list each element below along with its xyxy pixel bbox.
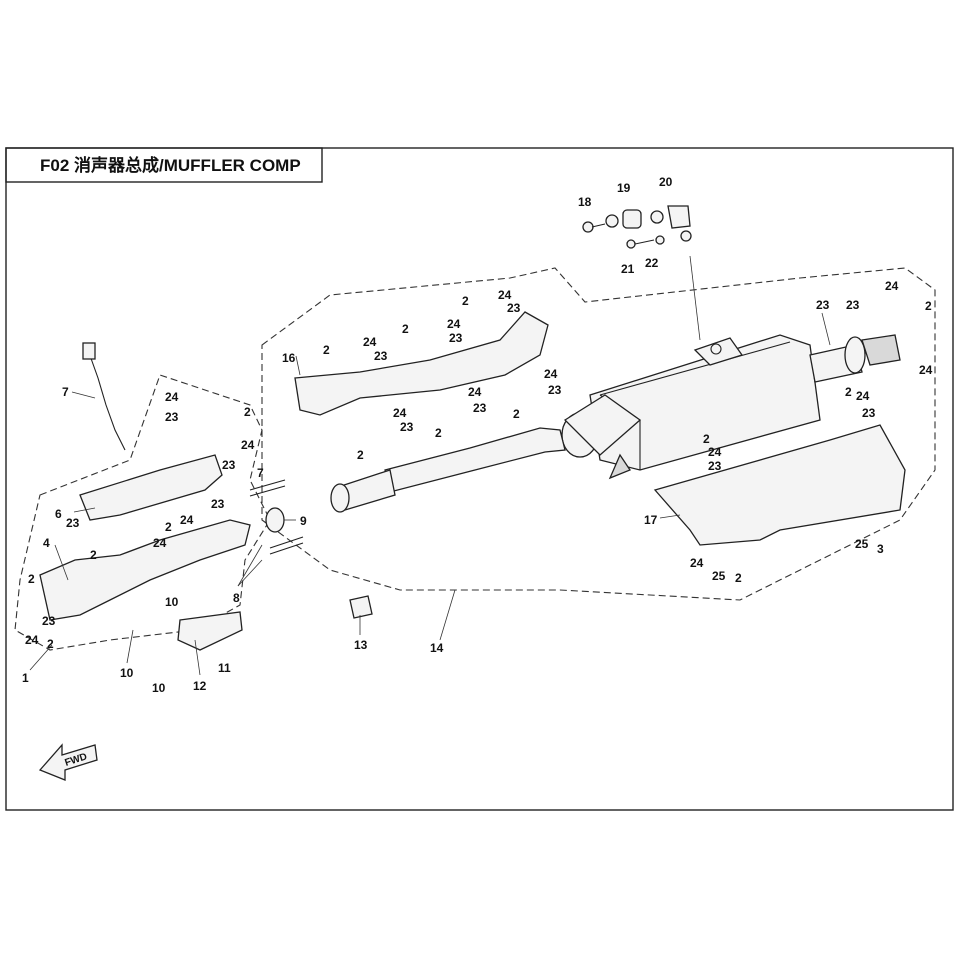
callout-24: 24 [153, 536, 167, 550]
callout-24: 24 [708, 445, 722, 459]
callout-2: 2 [357, 448, 364, 462]
callout-2: 2 [323, 343, 330, 357]
callout-24: 24 [498, 288, 512, 302]
callout-23: 23 [211, 497, 225, 511]
callout-24: 24 [468, 385, 482, 399]
heat-shield-16 [653, 424, 906, 546]
callout-23: 23 [400, 420, 414, 434]
callout-24: 24 [447, 317, 461, 331]
manifold-heat-shield-4 [79, 454, 223, 521]
callout-24: 25 [712, 569, 726, 583]
callout-2: 3 [877, 542, 884, 556]
callout-24: 24 [885, 279, 899, 293]
callout-23: 23 [708, 459, 722, 473]
callout-23: 23 [165, 410, 179, 424]
hanger-hardware [582, 205, 692, 249]
callout-1: 1 [22, 671, 29, 685]
callout-2: 2 [735, 571, 742, 585]
callout-24: 24 [363, 335, 377, 349]
callout-2: 2 [244, 405, 251, 419]
callout-18: 19 [617, 181, 631, 195]
callout-20: 21 [621, 262, 635, 276]
callout-24: 24 [919, 363, 933, 377]
muffler-assembly-outline [261, 267, 936, 601]
callout-21: 22 [645, 256, 659, 270]
bracket-11 [177, 611, 243, 651]
callout-2: 2 [845, 385, 852, 399]
callout-4: 6 [55, 507, 62, 521]
callout-3: 4 [43, 536, 50, 550]
callout-7: 8 [233, 591, 240, 605]
callout-14: 16 [282, 351, 296, 365]
callout-24: 24 [165, 390, 179, 404]
callout-2: 2 [165, 520, 172, 534]
callout-9: 10 [120, 666, 134, 680]
callout-2: 2 [703, 432, 710, 446]
callout-labels: 1 2 2 2 2 2 2 2 2 2 2 2 2 2 2 2 3 4 6 7 … [22, 175, 933, 695]
callout-2: 2 [28, 572, 35, 586]
callout-2: 2 [90, 548, 97, 562]
callout-2: 2 [47, 637, 54, 651]
title-box [5, 147, 323, 183]
callout-10: 10 [165, 595, 179, 609]
springs-7 [249, 479, 304, 555]
callout-2: 2 [462, 294, 469, 308]
callout-19: 20 [659, 175, 673, 189]
callout-24: 25 [855, 537, 869, 551]
callout-2: 2 [513, 407, 520, 421]
callout-2: 2 [402, 322, 409, 336]
callout-24: 24 [241, 438, 255, 452]
callout-22: 23 [816, 298, 830, 312]
callout-2: 2 [925, 299, 932, 313]
catalyst-section [561, 394, 642, 458]
fwd-arrow: FWD [38, 743, 98, 781]
diagram-title: F02 消声器总成/MUFFLER COMP [40, 155, 301, 175]
callout-23: 24 [690, 556, 704, 570]
callout-23: 23 [66, 516, 80, 530]
callout-24: 24 [180, 513, 194, 527]
callout-8: 9 [300, 514, 307, 528]
exhaust-manifold-3 [39, 519, 251, 621]
muffler-hanger-bracket [693, 337, 744, 366]
callout-24: 24 [856, 389, 870, 403]
gasket-8 [265, 507, 285, 533]
callout-23: 23 [548, 383, 562, 397]
callout-10: 10 [152, 681, 166, 695]
heat-shield-14 [294, 311, 549, 416]
callout-7: 7 [257, 466, 264, 480]
callout-12: 13 [354, 638, 368, 652]
drawing-frame [5, 147, 954, 811]
callout-23: 23 [449, 331, 463, 345]
oxygen-sensor-6 [82, 342, 126, 451]
callout-23: 23 [473, 401, 487, 415]
grommet-12 [349, 595, 373, 619]
callout-23: 23 [222, 458, 236, 472]
callout-23: 23 [862, 406, 876, 420]
callout-23: 23 [507, 301, 521, 315]
callout-24: 24 [544, 367, 558, 381]
tail-pipe-22 [809, 334, 901, 383]
callout-23: 23 [42, 614, 56, 628]
callout-23: 23 [374, 349, 388, 363]
manifold-assembly-outline [14, 374, 271, 651]
muffler-body [589, 334, 821, 480]
leader-lines [29, 255, 831, 676]
callout-24: 24 [25, 633, 39, 647]
front-exhaust-pipe [330, 427, 566, 513]
callout-16: 17 [644, 513, 658, 527]
callout-23: 23 [846, 298, 860, 312]
callout-17: 18 [578, 195, 592, 209]
callout-11: 12 [193, 679, 207, 693]
callout-24: 24 [393, 406, 407, 420]
callout-6: 7 [62, 385, 69, 399]
callout-10: 11 [218, 661, 231, 675]
callout-13: 14 [430, 641, 444, 655]
callout-2: 2 [435, 426, 442, 440]
